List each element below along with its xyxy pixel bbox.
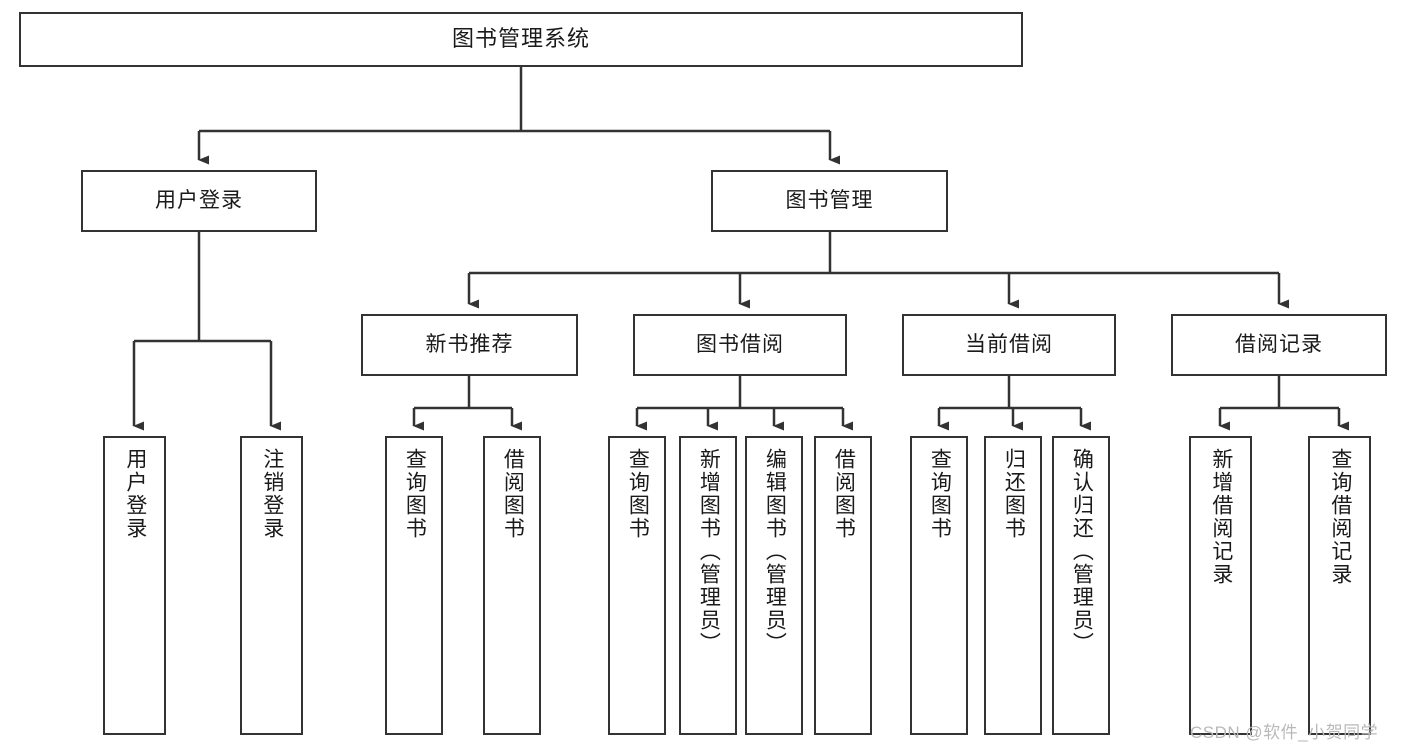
leaf-cb-confirm-return[interactable]: 确认归还（管理员） (1052, 436, 1110, 735)
node-borrow-record-label: 借阅记录 (1235, 333, 1323, 357)
leaf-cb-confirm-return-label: 确认归还（管理员） (1070, 448, 1094, 655)
node-new-book-rec-label: 新书推荐 (425, 333, 514, 357)
leaf-rec-borrow-book-label: 借阅图书 (501, 448, 525, 540)
leaf-user-logout-label: 注销登录 (260, 448, 284, 540)
leaf-cb-query-book-label: 查询图书 (928, 448, 952, 540)
leaf-bb-edit-book[interactable]: 编辑图书（管理员） (745, 436, 803, 735)
leaf-cb-query-book[interactable]: 查询图书 (910, 436, 968, 735)
leaf-bb-query-book[interactable]: 查询图书 (608, 436, 666, 735)
leaf-bb-add-book[interactable]: 新增图书（管理员） (679, 436, 737, 735)
leaf-bb-edit-book-label: 编辑图书（管理员） (763, 448, 787, 655)
leaf-user-login-label: 用户登录 (123, 448, 147, 540)
node-user-login[interactable]: 用户登录 (81, 170, 317, 232)
node-current-borrow-label: 当前借阅 (965, 333, 1053, 357)
leaf-rec-borrow-book[interactable]: 借阅图书 (483, 436, 541, 735)
node-book-borrow-label: 图书借阅 (696, 333, 784, 357)
leaf-br-query-record-label: 查询借阅记录 (1328, 448, 1352, 586)
leaf-cb-return-book-label: 归还图书 (1002, 448, 1026, 540)
leaf-bb-query-book-label: 查询图书 (626, 448, 650, 540)
leaf-rec-query-book[interactable]: 查询图书 (385, 436, 443, 735)
node-new-book-rec[interactable]: 新书推荐 (361, 314, 578, 376)
node-book-manage[interactable]: 图书管理 (711, 170, 948, 232)
csdn-watermark: CSDN @软件_小贺同学 (1190, 723, 1379, 742)
leaf-rec-query-book-label: 查询图书 (403, 448, 427, 540)
node-book-manage-label: 图书管理 (785, 189, 874, 213)
leaf-bb-add-book-label: 新增图书（管理员） (697, 448, 721, 655)
leaf-bb-borrow-book-label: 借阅图书 (832, 448, 856, 540)
node-root[interactable]: 图书管理系统 (19, 12, 1023, 67)
leaf-user-login[interactable]: 用户登录 (103, 436, 166, 735)
leaf-bb-borrow-book[interactable]: 借阅图书 (814, 436, 872, 735)
node-borrow-record[interactable]: 借阅记录 (1171, 314, 1387, 376)
leaf-br-add-record[interactable]: 新增借阅记录 (1189, 436, 1252, 735)
leaf-br-query-record[interactable]: 查询借阅记录 (1308, 436, 1371, 735)
node-book-borrow[interactable]: 图书借阅 (633, 314, 847, 376)
leaf-br-add-record-label: 新增借阅记录 (1209, 448, 1233, 586)
node-current-borrow[interactable]: 当前借阅 (902, 314, 1116, 376)
leaf-cb-return-book[interactable]: 归还图书 (984, 436, 1042, 735)
node-root-label: 图书管理系统 (451, 26, 590, 52)
leaf-user-logout[interactable]: 注销登录 (240, 436, 303, 735)
node-user-login-label: 用户登录 (155, 189, 243, 213)
